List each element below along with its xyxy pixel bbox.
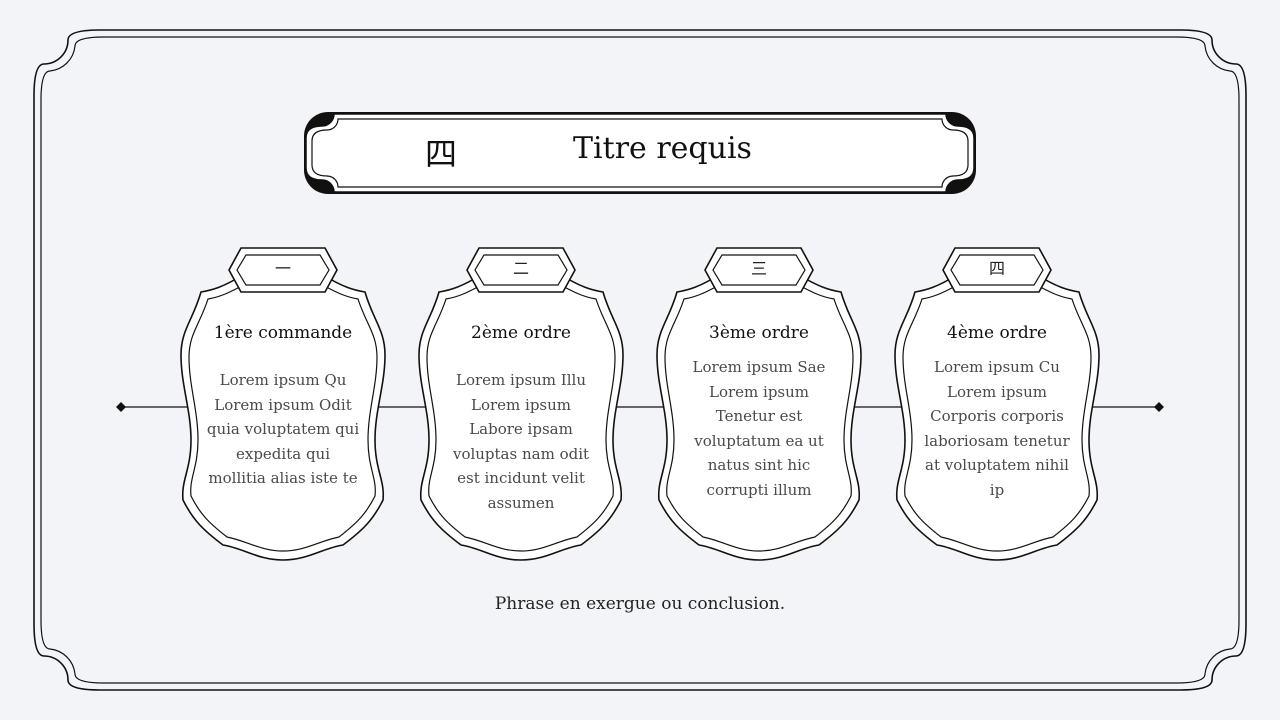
card-2-badge: 二 <box>512 259 529 278</box>
card-2-title: 2ème ordre <box>471 323 571 343</box>
card-1-badge: 一 <box>274 259 291 278</box>
card-3-badge: 三 <box>750 259 767 278</box>
inner-frame-border <box>40 36 1240 684</box>
card-4-title: 4ème ordre <box>947 323 1047 343</box>
outer-frame-border <box>33 29 1247 691</box>
card-shape-1 <box>180 247 386 561</box>
card-shape-4 <box>894 247 1100 561</box>
card-1-title: 1ère commande <box>213 323 353 343</box>
title-banner <box>304 112 976 194</box>
card-shape-3 <box>656 247 862 561</box>
card-1-text: Lorem ipsum Qu Lorem ipsum Odit quia vol… <box>206 371 360 487</box>
card-4-badge: 四 <box>988 259 1005 278</box>
conclusion-text: Phrase en exergue ou conclusion. <box>494 594 786 614</box>
title-number: 四 <box>424 135 457 173</box>
card-4-text: Lorem ipsum Cu Lorem ipsum Corporis corp… <box>924 358 1070 499</box>
card-3-text: Lorem ipsum Sae Lorem ipsum Tenetur est … <box>692 358 826 499</box>
page-title: Titre requis <box>573 131 752 166</box>
card-3-title: 3ème ordre <box>709 323 809 343</box>
card-2-text: Lorem ipsum Illu Lorem ipsum Labore ipsa… <box>452 371 590 512</box>
card-shape-2 <box>418 247 624 561</box>
